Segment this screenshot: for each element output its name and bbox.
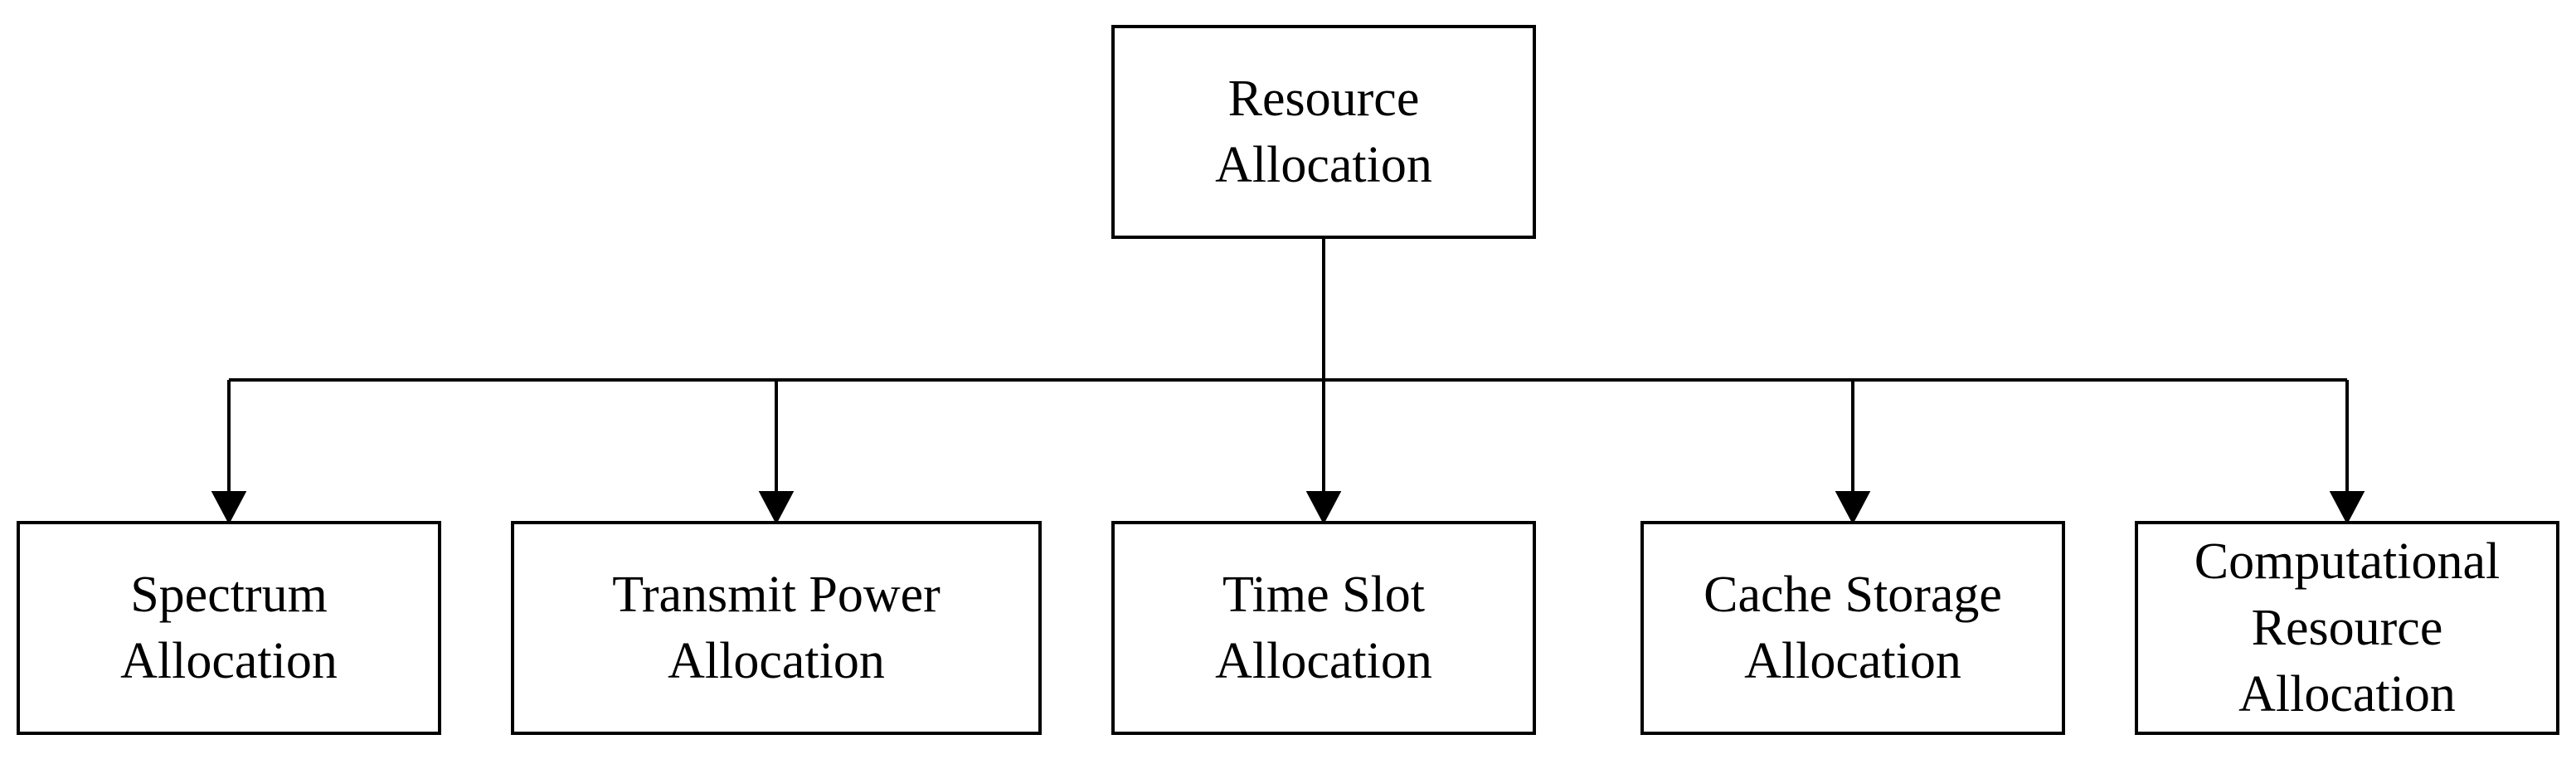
arrowhead-cache-storage: [1835, 491, 1871, 525]
arrowhead-transmit-power: [758, 491, 795, 525]
child-node-computational-resource-allocation: Computational Resource Allocation: [2135, 521, 2559, 735]
root-node-label: Resource Allocation: [1215, 71, 1432, 193]
root-node-resource-allocation: Resource Allocation: [1111, 25, 1536, 239]
child-node-spectrum-allocation: Spectrum Allocation: [17, 521, 441, 735]
child-node-transmit-power-allocation: Transmit Power Allocation: [511, 521, 1042, 735]
child-node-label: Transmit Power Allocation: [612, 567, 940, 689]
child-node-cache-storage-allocation: Cache Storage Allocation: [1640, 521, 2065, 735]
child-node-time-slot-allocation: Time Slot Allocation: [1111, 521, 1536, 735]
child-node-label: Cache Storage Allocation: [1704, 567, 2002, 689]
child-node-label: Time Slot Allocation: [1215, 567, 1432, 689]
arrowhead-computational-resource: [2329, 491, 2365, 525]
child-node-label: Computational Resource Allocation: [2194, 533, 2501, 723]
child-node-label: Spectrum Allocation: [120, 567, 338, 689]
arrowhead-spectrum: [211, 491, 247, 525]
arrowhead-time-slot: [1305, 491, 1342, 525]
